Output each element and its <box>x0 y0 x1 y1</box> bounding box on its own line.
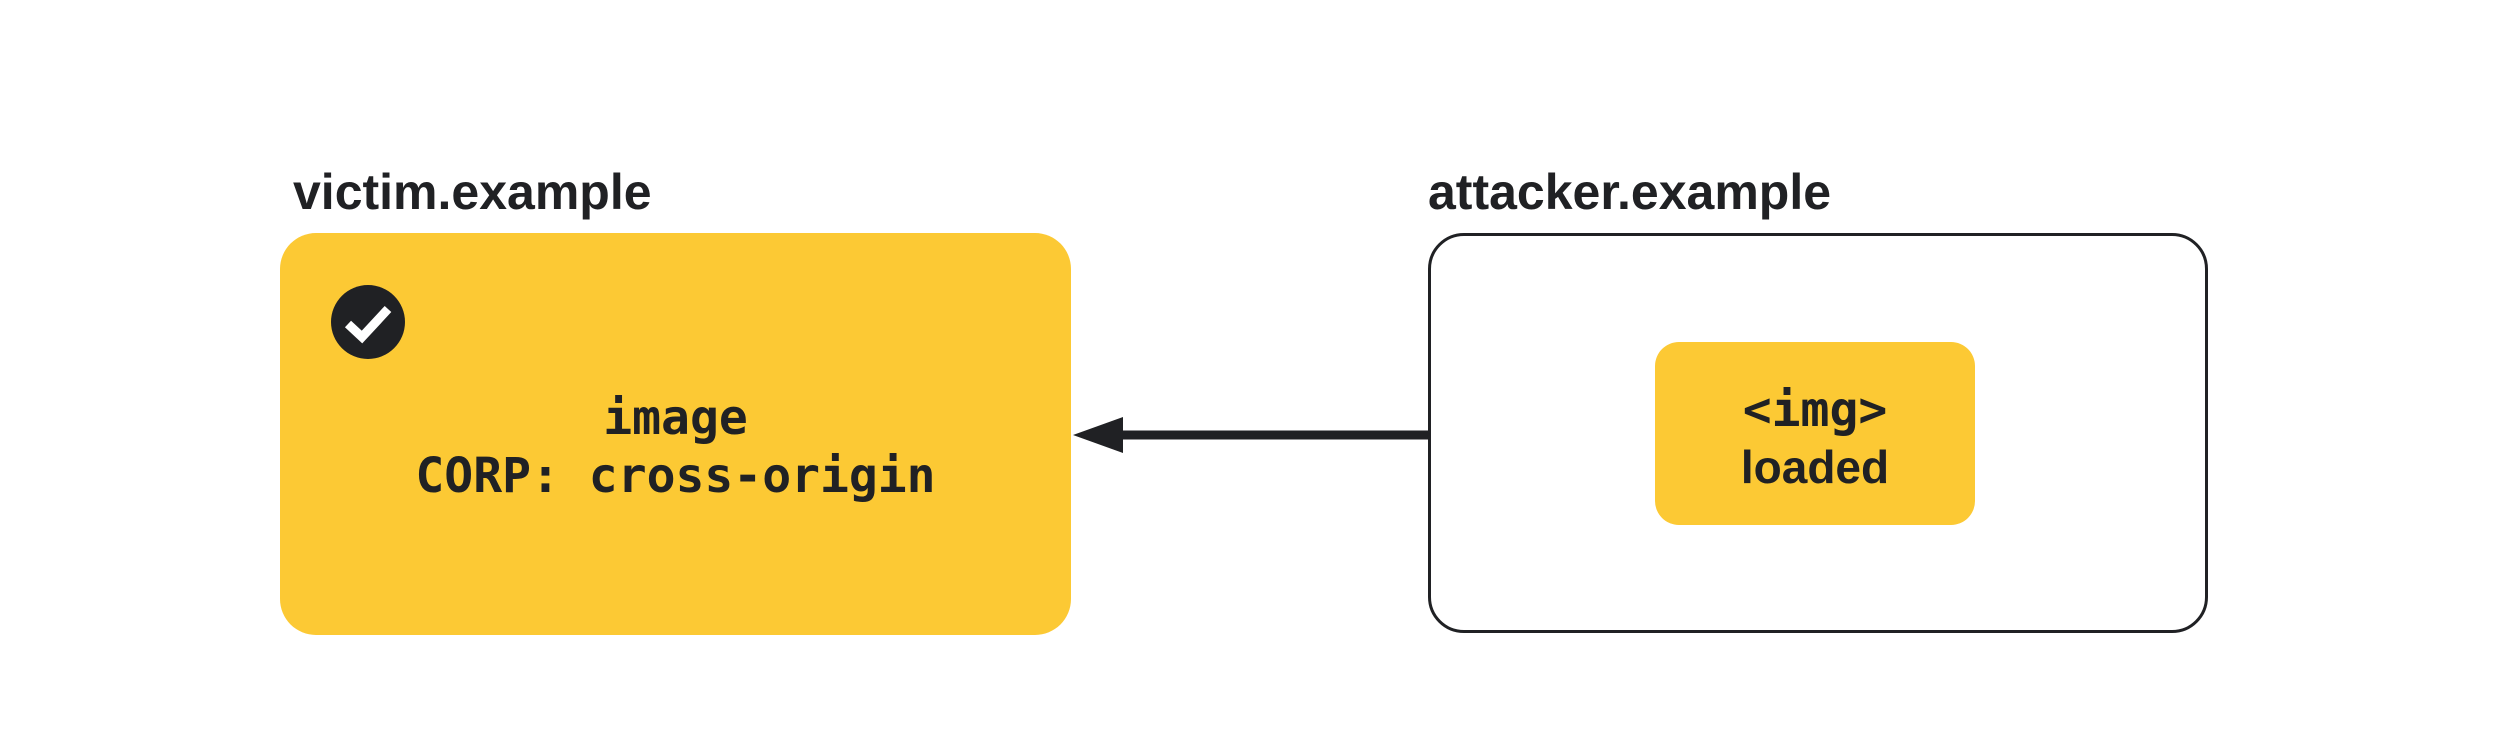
resource-type-text: image <box>603 390 748 446</box>
loaded-status-text: loaded <box>1740 440 1890 493</box>
allowed-badge <box>331 285 405 359</box>
checkmark-icon <box>344 305 392 344</box>
img-loaded-chip: <img> loaded <box>1655 342 1975 525</box>
arrow-head <box>1073 417 1123 453</box>
victim-origin-box: image CORP: cross-origin <box>280 233 1071 635</box>
img-tag-text: <img> <box>1742 381 1888 438</box>
arrow-shaft <box>1118 430 1655 440</box>
attacker-origin-label: attacker.example <box>1428 164 1832 220</box>
corp-header-text: CORP: cross-origin <box>415 448 936 504</box>
arrow-left-icon <box>1073 417 1655 453</box>
attacker-origin-box: <img> loaded <box>1428 233 2208 633</box>
victim-box-text: image CORP: cross-origin <box>280 233 1071 635</box>
victim-origin-label: victim.example <box>293 164 652 220</box>
